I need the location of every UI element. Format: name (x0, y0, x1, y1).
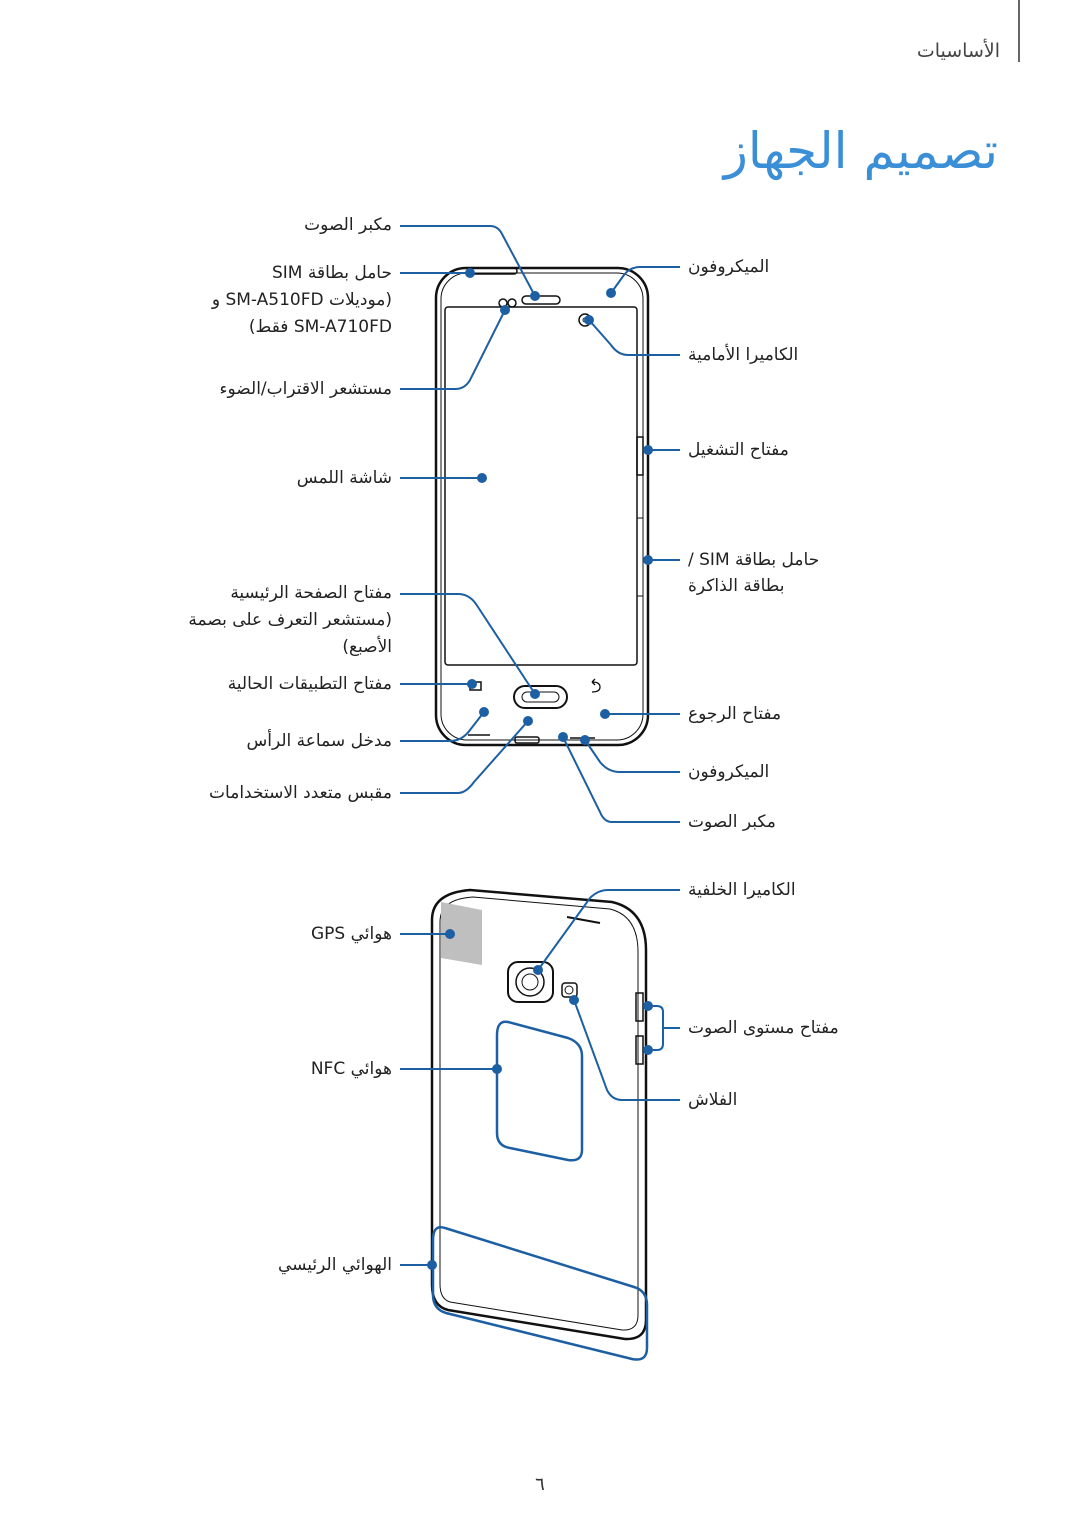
label-headset-jack: مدخل سماعة الرأس (246, 731, 393, 751)
label-sim-tray-2: (موديلات SM-A510FD و (211, 290, 392, 310)
label-sim-memory-tray-2: بطاقة الذاكرة (688, 576, 785, 596)
label-sim-memory-tray-1: حامل بطاقة SIM / (688, 550, 820, 570)
page-number: ٦ (535, 1474, 545, 1495)
label-flash: الفلاش (688, 1090, 738, 1110)
label-sim-tray-1: حامل بطاقة SIM (271, 263, 392, 283)
page-title: تصميم الجهاز (723, 122, 998, 180)
label-microphone-top: الميكروفون (688, 257, 770, 277)
label-home-key-3: الأصبع) (342, 637, 392, 657)
label-speaker-top: مكبر الصوت (304, 215, 392, 235)
label-sim-tray-3: SM-A710FD فقط) (248, 317, 392, 337)
label-speaker-bottom: مكبر الصوت (688, 812, 776, 832)
label-touchscreen: شاشة اللمس (296, 468, 392, 488)
label-proximity-sensor: مستشعر الاقتراب/الضوء (219, 379, 392, 399)
label-home-key-2: (مستشعر التعرف على بصمة (188, 610, 392, 630)
main-antenna-area (431, 1226, 649, 1361)
gps-area (441, 902, 482, 965)
section-label: الأساسيات (916, 40, 1000, 62)
label-rear-camera: الكاميرا الخلفية (688, 880, 796, 900)
nfc-area (495, 1020, 584, 1162)
label-main-antenna: الهوائي الرئيسي (277, 1255, 392, 1275)
label-gps-antenna: هوائي GPS (311, 924, 392, 944)
label-recent-apps-key: مفتاح التطبيقات الحالية (227, 674, 392, 694)
label-back-key: مفتاح الرجوع (688, 704, 782, 724)
label-microphone-bottom: الميكروفون (688, 762, 770, 782)
front-phone-illustration (434, 266, 650, 747)
label-multipurpose-jack: مقبس متعدد الاستخدامات (209, 783, 392, 803)
label-front-camera: الكاميرا الأمامية (688, 345, 799, 365)
label-home-key-1: مفتاح الصفحة الرئيسية (230, 583, 392, 603)
label-power-key: مفتاح التشغيل (688, 440, 789, 460)
label-nfc-antenna: هوائي NFC (310, 1059, 392, 1079)
section-divider (1018, 0, 1020, 62)
label-volume-key: مفتاح مستوى الصوت (688, 1018, 839, 1038)
